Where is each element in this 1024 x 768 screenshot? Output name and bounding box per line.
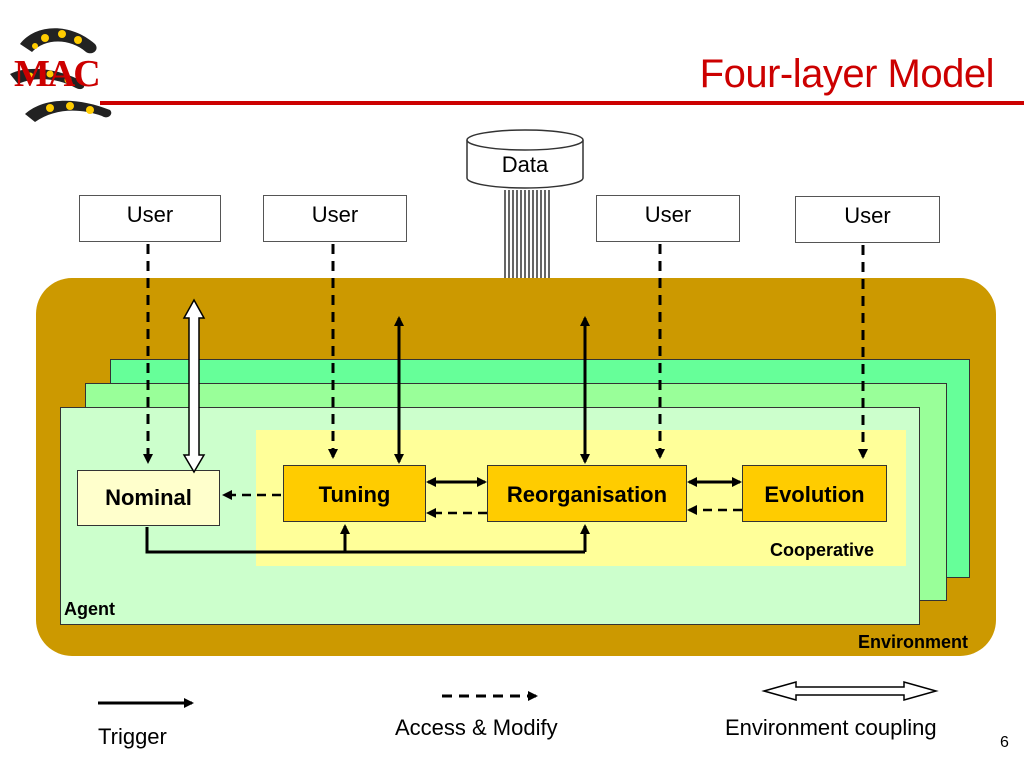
salamander-logo-icon	[10, 28, 112, 122]
legend-coupling-arrow	[761, 681, 939, 701]
page-title: Four-layer Model	[699, 52, 995, 96]
nominal-environment-coupling-arrow	[182, 298, 206, 474]
reorganisation-node: Reorganisation	[487, 465, 687, 522]
agent-label: Agent	[64, 599, 115, 619]
user-box-2: User	[263, 195, 407, 242]
data-store-label: Data	[501, 152, 549, 177]
user-box-3: User	[596, 195, 740, 242]
legend-coupling-label: Environment coupling	[725, 715, 937, 740]
legend-trigger-label: Trigger	[98, 724, 167, 749]
data-store: Data	[465, 128, 585, 278]
page-number: 6	[1000, 734, 1009, 751]
environment-label: Environment	[857, 632, 968, 652]
nominal-feedback-line	[145, 527, 585, 554]
evolution-node: Evolution	[742, 465, 887, 522]
mac-logo: MAC	[0, 14, 118, 134]
nominal-node: Nominal	[77, 470, 220, 526]
cooperative-label: Cooperative	[770, 540, 875, 560]
tuning-node: Tuning	[283, 465, 426, 522]
user-box-4: User	[795, 196, 940, 243]
user-box-1: User	[79, 195, 221, 242]
database-cylinder-icon	[466, 129, 584, 278]
logo-text: MAC	[14, 53, 101, 95]
legend-access-label: Access & Modify	[395, 715, 558, 740]
title-divider	[100, 101, 1024, 105]
